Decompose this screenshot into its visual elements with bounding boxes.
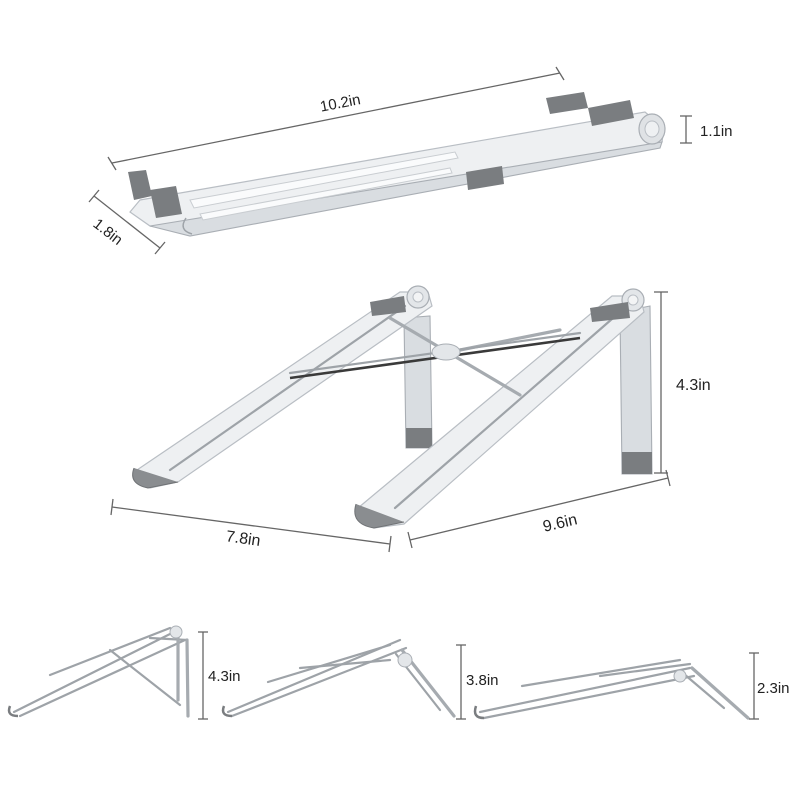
folded-stand-body [128, 92, 666, 237]
right-front-lip [354, 503, 405, 529]
open-height-dimension: 4.3in [654, 291, 711, 474]
left-front-lip [132, 467, 179, 489]
folded-thickness-dimension: 1.1in [680, 115, 733, 144]
open-height-label: 4.3in [676, 377, 711, 394]
folded-pad-right-1 [546, 92, 588, 114]
open-width-dimension: 7.8in [110, 498, 392, 553]
angle-2-height-label: 3.8in [466, 672, 499, 689]
angle-view-2: 3.8in [221, 638, 499, 720]
angle-1-height-label: 4.3in [208, 668, 241, 685]
open-width-label: 7.8in [225, 528, 262, 550]
right-back-post [619, 305, 653, 475]
folded-depth-label: 1.8in [90, 215, 126, 248]
angle-3-height-label: 2.3in [757, 680, 790, 697]
folded-pad-left-2 [150, 186, 182, 218]
folded-pad-left-1 [128, 170, 152, 200]
folded-thickness-label: 1.1in [700, 123, 733, 140]
angle-views: 4.3in 3.8in [7, 625, 790, 720]
folded-stand-view: 10.2in 1.8in 1.1in [88, 66, 733, 255]
folded-length-label: 10.2in [319, 91, 362, 115]
right-main-arm [357, 295, 645, 529]
folded-pad-right-2 [588, 100, 634, 126]
angle-view-1: 4.3in [7, 625, 241, 720]
angle-view-3: 2.3in [473, 652, 790, 720]
connecting-rod [289, 336, 581, 380]
open-stand-body [132, 285, 653, 529]
open-stand-view: 4.3in 7.8in 9.6in [110, 285, 711, 553]
folded-pad-middle [466, 166, 504, 190]
open-length-label: 9.6in [541, 511, 579, 535]
